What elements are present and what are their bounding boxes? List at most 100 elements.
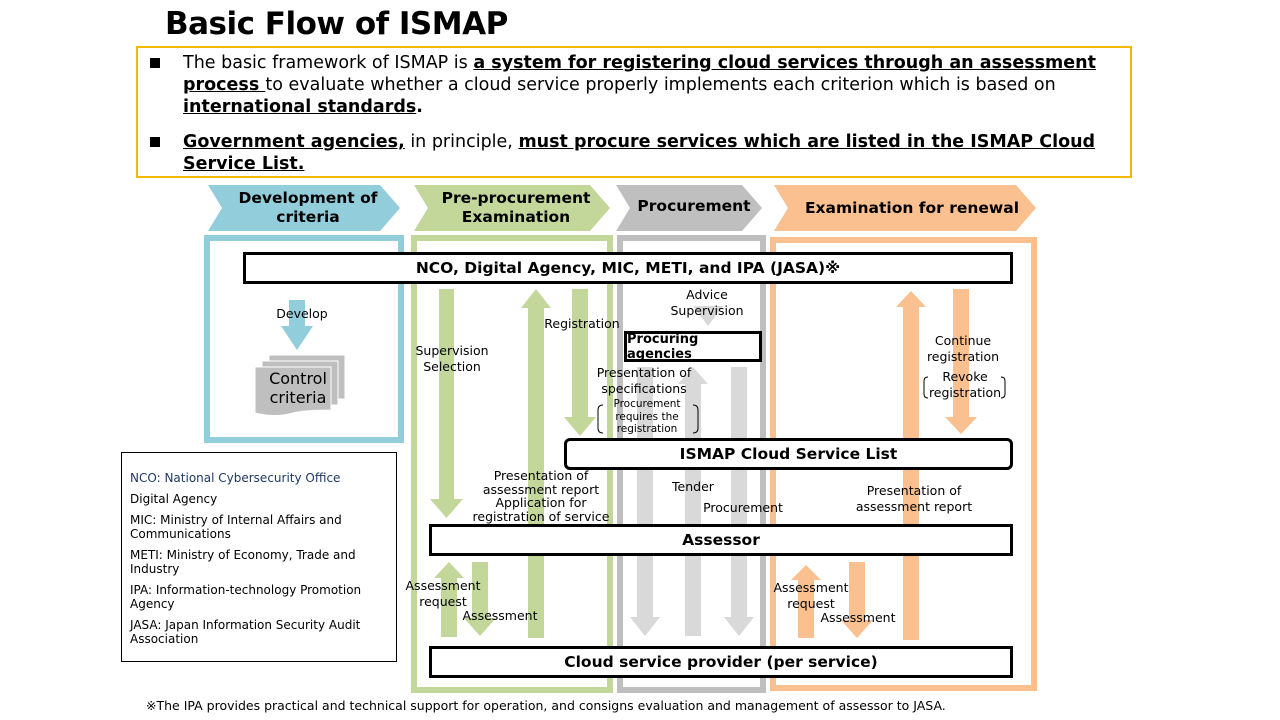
label-line: registration: [616, 423, 678, 435]
label-line: request: [419, 594, 467, 609]
assessment-arrow-down-right: [841, 562, 873, 638]
summary-bullet-text: The basic framework of ISMAP is a system…: [183, 52, 1116, 118]
authorities-box: NCO, Digital Agency, MIC, METI, and IPA …: [243, 252, 1013, 284]
chevron-shape: [774, 185, 1036, 231]
assessment-request-arrow-up-left: [434, 562, 464, 637]
label-line: request: [787, 596, 835, 611]
bullet-square-icon: [150, 137, 160, 147]
assessment-request-arrow-up-right: [791, 565, 821, 638]
assessor-box: Assessor: [429, 524, 1013, 556]
provider-label: Cloud service provider (per service): [564, 653, 878, 671]
chevron-shape: [616, 185, 762, 231]
procurement-label: Procurement: [703, 500, 783, 515]
supervision-arrow-down: [430, 289, 463, 518]
label-line: Selection: [423, 359, 481, 374]
phase-label-line: Development of: [238, 189, 378, 207]
summary-box: The basic framework of ISMAP is a system…: [136, 46, 1132, 178]
emphasized-text: a system for registering cloud services …: [183, 53, 1096, 95]
assessment-report-arrow-up: [896, 291, 926, 640]
footnote: ※The IPA provides practical and technica…: [146, 698, 946, 713]
phase-chevron-procurement: Procurement: [616, 185, 762, 231]
label-line: Assessment: [773, 580, 849, 595]
summary-bullet-text: Government agencies, in principle, must …: [183, 131, 1116, 175]
label-line: assessment report: [482, 481, 600, 497]
summary-text: The basic framework of ISMAP is: [183, 53, 474, 73]
registration-label: Registration: [544, 316, 620, 331]
assessment-left-label: Assessment: [462, 608, 538, 623]
advice-supervision-arrow-down: [693, 306, 723, 326]
label-line: Supervision: [415, 343, 489, 358]
procurement-requires-bracket: [597, 404, 699, 434]
phase-label-line: criteria: [276, 208, 340, 226]
continue-registration-arrow-down: [945, 289, 977, 434]
cloud-service-list-box: ISMAP Cloud Service List: [564, 438, 1013, 470]
label-line: Presentation of: [493, 468, 589, 483]
legend-item: JASA: Japan Information Security Audit A…: [130, 618, 361, 646]
label-line: Advice: [686, 287, 728, 302]
column-frame-development: [204, 235, 404, 443]
label-line: Revoke: [942, 369, 988, 384]
label-line: Supervision: [670, 303, 744, 318]
emphasized-text: international standards: [183, 97, 417, 117]
phase-label: Procurement: [637, 196, 751, 215]
label-line: assessment report: [855, 499, 973, 514]
doc-line: criteria: [269, 388, 327, 407]
label-line: registration: [926, 349, 1000, 364]
phase-chevron-renewal: Examination for renewal: [774, 185, 1036, 231]
label-line: Presentation of: [866, 483, 962, 498]
legend-item: METI: Ministry of Economy, Trade and Ind…: [130, 548, 356, 576]
revoke-registration-bracket: [923, 376, 1006, 399]
phase-label-line: Pre-procurement: [441, 189, 591, 207]
chevron-shape: [208, 185, 400, 231]
summary-text: .: [416, 97, 423, 117]
label-line: Presentation of: [596, 365, 692, 380]
phase-label: Examination for renewal: [804, 198, 1020, 217]
label-line: Application for: [495, 495, 587, 510]
label-line: specifications: [601, 381, 687, 396]
bullet-square-icon: [150, 58, 160, 68]
registration-application-arrow-up: [521, 289, 551, 638]
emphasized-text: must procure services which are listed i…: [183, 132, 1096, 174]
label-line: Continue: [934, 333, 992, 348]
develop-arrow: [281, 300, 313, 350]
legend-item: NCO: National Cybersecurity Office: [130, 471, 341, 485]
procuring-agencies-box: Procuring agencies: [624, 331, 762, 362]
cloud-service-list-label: ISMAP Cloud Service List: [679, 445, 898, 463]
assessor-label: Assessor: [682, 531, 760, 549]
summary-text: in principle,: [404, 132, 519, 152]
phase-label-line: Examination: [461, 208, 571, 226]
registration-arrow-down: [564, 289, 596, 436]
label-line: registration of service: [472, 508, 610, 524]
assessment-arrow-down-left: [464, 562, 496, 636]
authorities-label: NCO, Digital Agency, MIC, METI, and IPA …: [415, 259, 841, 277]
page-title: Basic Flow of ISMAP: [165, 6, 508, 42]
legend-item: IPA: Information-technology Promotion Ag…: [130, 583, 362, 611]
tender-label: Tender: [672, 479, 714, 494]
chevron-shape: [414, 185, 610, 231]
label-line: requires the: [615, 410, 679, 423]
develop-label: Develop: [276, 306, 328, 321]
label-line: Assessment: [405, 578, 481, 593]
emphasized-text: Government agencies,: [183, 132, 405, 152]
assessment-right-label: Assessment: [820, 610, 896, 625]
abbreviation-legend: NCO: National Cybersecurity Office Digit…: [121, 452, 397, 662]
control-criteria-document-icon: [254, 354, 346, 416]
summary-text: to evaluate whether a cloud service prop…: [265, 75, 1056, 95]
label-line: Procurement: [613, 398, 681, 410]
label-line: registration: [928, 385, 1002, 400]
legend-item: MIC: Ministry of Internal Affairs and Co…: [130, 513, 342, 541]
provider-box: Cloud service provider (per service): [429, 646, 1013, 678]
